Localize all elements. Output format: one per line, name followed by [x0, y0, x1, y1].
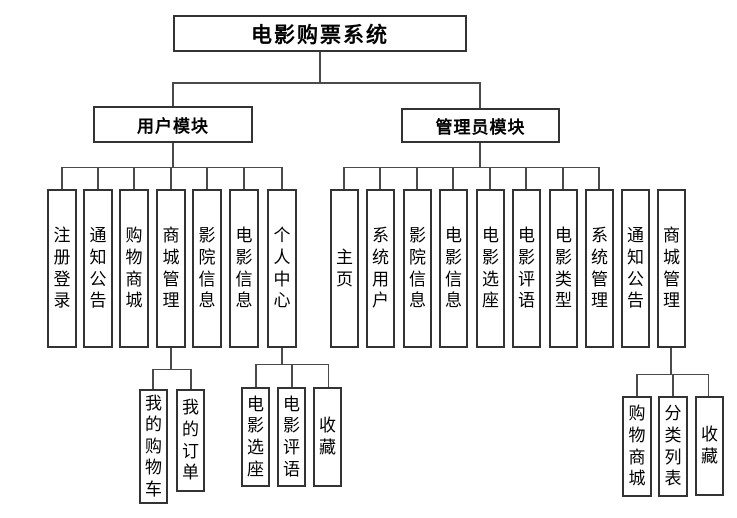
connector-stub [452, 167, 454, 190]
connector-stub [707, 374, 709, 397]
node-label: 系统用户 [371, 226, 389, 311]
node-admin-movie-seat-selection: 电影选座 [476, 189, 505, 348]
connector-stub [170, 167, 172, 190]
connector-modules-horizontal [172, 82, 481, 84]
node-label: 电影选座 [481, 226, 499, 311]
node-label: 购物商城 [628, 404, 646, 489]
connector-admin-down [479, 143, 481, 168]
connector-stub [636, 374, 638, 397]
node-label: 影院信息 [198, 226, 216, 311]
node-admin-mall-management: 商城管理 [657, 189, 686, 348]
connector-stub [133, 167, 135, 190]
connector-personal-down [281, 348, 283, 365]
node-label: 电影信息 [235, 226, 253, 311]
connector-stub [598, 167, 600, 190]
node-label: 用户模块 [137, 117, 209, 136]
node-label: 通知公告 [89, 226, 107, 311]
node-label: 我的订单 [181, 398, 199, 483]
node-label: 个人中心 [273, 226, 291, 311]
node-admin-movie-info: 电影信息 [439, 189, 468, 348]
node-user-mall-management: 商城管理 [156, 189, 186, 348]
node-label: 注册登录 [53, 226, 71, 311]
node-personal-movie-review: 电影评语 [277, 387, 306, 487]
node-admin-system-user: 系统用户 [366, 189, 395, 348]
node-label: 我的购物车 [144, 393, 162, 499]
connector-stub [416, 167, 418, 190]
node-label: 电影选座 [246, 394, 264, 479]
node-label: 系统管理 [590, 226, 608, 311]
node-user-movie-info: 电影信息 [229, 189, 259, 348]
node-admin-module: 管理员模块 [401, 108, 560, 143]
node-personal-favorites: 收藏 [313, 387, 342, 487]
node-label: 电影类型 [554, 226, 572, 311]
node-user-notice-announcement: 通知公告 [83, 189, 113, 348]
connector-stub [97, 167, 99, 190]
node-label: 收藏 [318, 416, 336, 457]
connector-mall-admin-down [670, 348, 672, 375]
connector-root-down [319, 52, 321, 84]
node-label: 电影信息 [444, 226, 462, 311]
node-label: 商城管理 [162, 226, 180, 311]
node-label: 电影评语 [517, 226, 535, 311]
connector-stub [243, 167, 245, 190]
node-user-register-login: 注册登录 [47, 189, 77, 348]
connector-stub [562, 167, 564, 190]
node-user-module: 用户模块 [93, 106, 253, 143]
node-admin-shopping-mall: 购物商城 [622, 396, 652, 497]
node-user-personal-center: 个人中心 [267, 189, 297, 348]
connector-stub [327, 364, 329, 388]
connector-stub [343, 167, 345, 190]
node-admin-cinema-info: 影院信息 [403, 189, 432, 348]
node-label: 影院信息 [408, 226, 426, 311]
node-user-cinema-info: 影院信息 [192, 189, 222, 348]
connector-stub [489, 167, 491, 190]
node-admin-category-list: 分类列表 [658, 396, 688, 497]
node-my-shopping-cart: 我的购物车 [139, 389, 168, 504]
node-movie-ticket-system: 电影购票系统 [173, 15, 467, 52]
node-admin-movie-type: 电影类型 [549, 189, 578, 348]
node-admin-notice-announcement: 通知公告 [621, 189, 650, 348]
connector-mall-user-down [170, 348, 172, 370]
node-label: 商城管理 [662, 226, 680, 311]
node-label: 收藏 [700, 425, 718, 466]
connector-stub [206, 167, 208, 190]
node-admin-favorites: 收藏 [695, 396, 724, 496]
connector-stub [190, 369, 192, 390]
node-label: 电影评语 [282, 394, 300, 479]
connector-stub [152, 369, 154, 390]
node-label: 主页 [335, 247, 353, 289]
connector-stub [379, 167, 381, 190]
node-label: 购物商城 [125, 226, 143, 311]
node-label: 电影购票系统 [251, 23, 389, 47]
connector-user-module-stub [172, 82, 174, 107]
connector-admin-module-stub [479, 82, 481, 109]
connector-stub [672, 374, 674, 397]
connector-admin-children-horizontal [343, 166, 600, 168]
connector-user-children-horizontal [61, 166, 282, 168]
connector-stub [61, 167, 63, 190]
node-personal-movie-seat-selection: 电影选座 [241, 387, 270, 487]
node-label: 分类列表 [664, 404, 682, 489]
connector-stub [291, 364, 293, 388]
node-user-shopping-mall: 购物商城 [119, 189, 149, 348]
connector-stub [281, 167, 283, 190]
connector-mall-user-horizontal [152, 368, 191, 370]
node-my-orders: 我的订单 [176, 389, 205, 492]
node-admin-system-management: 系统管理 [585, 189, 614, 348]
node-admin-movie-review: 电影评语 [512, 189, 541, 348]
node-label: 通知公告 [626, 226, 644, 311]
node-label: 管理员模块 [435, 118, 526, 137]
node-admin-home: 主页 [330, 189, 359, 348]
connector-user-down [172, 143, 174, 168]
connector-stub [255, 364, 257, 388]
connector-stub [525, 167, 527, 190]
